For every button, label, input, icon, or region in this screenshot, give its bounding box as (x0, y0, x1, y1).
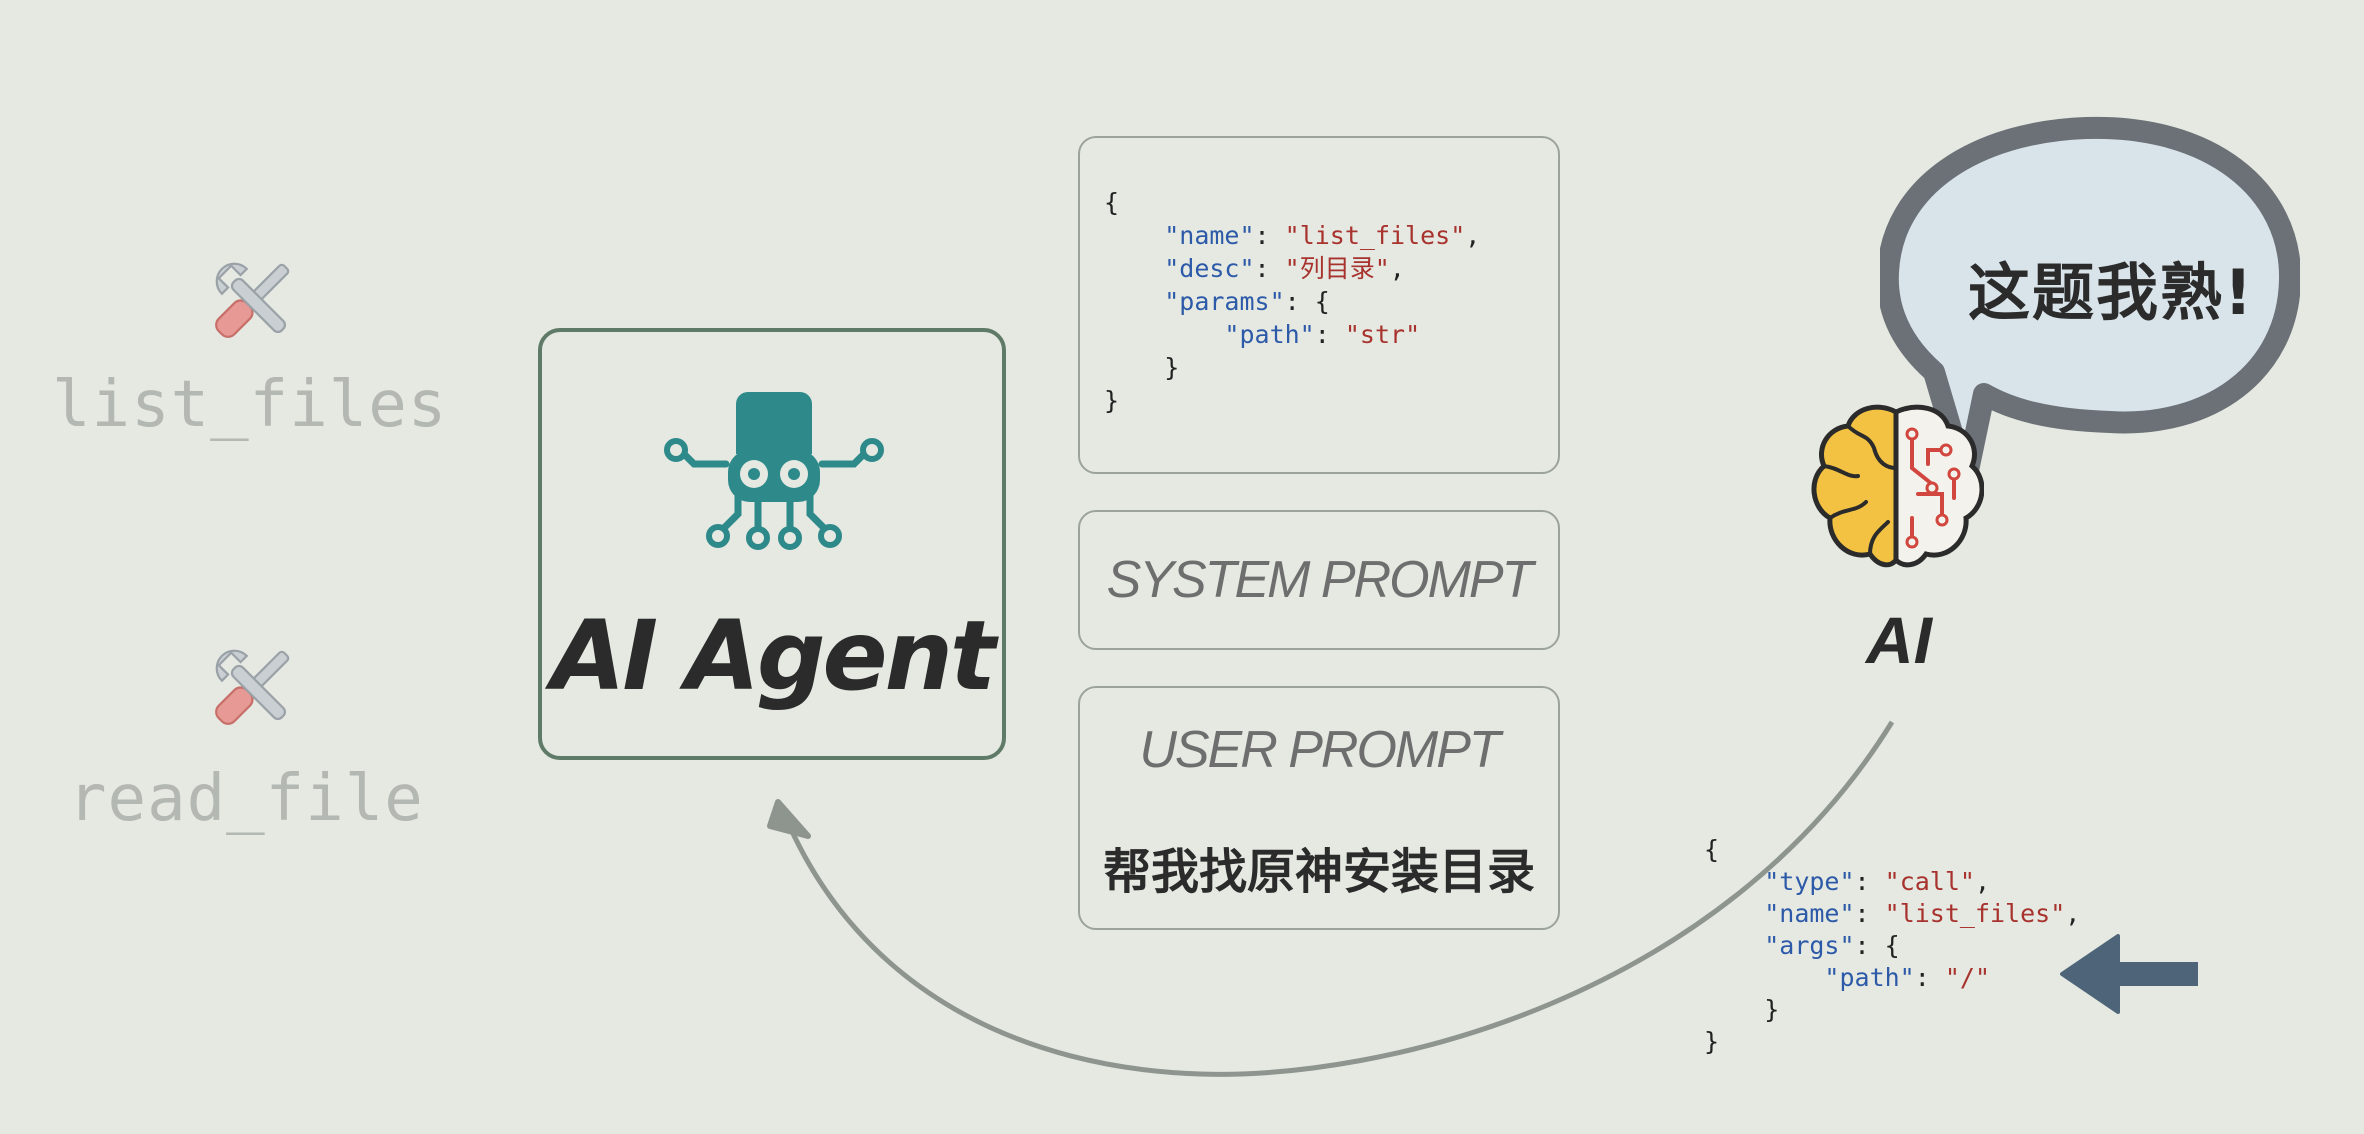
user-prompt-text: 帮我找原神安装目录 (1102, 844, 1535, 900)
tool-definition-box: { "name": "list_files", "desc": "列目录", "… (1078, 136, 1560, 474)
tool-call-path: / (1959, 963, 1975, 992)
brain-circuit-icon (1811, 404, 1984, 568)
speech-bubble (1880, 116, 2300, 491)
tool-call-json: { "type": "call", "name": "list_files", … (1704, 835, 2081, 1056)
agent-title: AI Agent (551, 600, 996, 712)
tool-call-name: list_files (1899, 899, 2051, 928)
tool-definition-json: { "name": "list_files", "desc": "列目录", "… (1104, 188, 1481, 415)
tool-label-read-file: read_file (68, 762, 424, 836)
tool-call-type: call (1899, 867, 1960, 896)
pointer-arrow-icon (2060, 934, 2198, 1014)
ai-agent-box: AI Agent (538, 328, 1006, 760)
tool-def-name: list_files (1299, 221, 1451, 250)
user-prompt-box: USER PROMPT 帮我找原神安装目录 (1078, 686, 1560, 930)
wrench-screwdriver-icon (215, 262, 290, 338)
ai-speech-text: 这题我熟! (1968, 256, 2255, 329)
ai-label: AI (1866, 603, 1932, 677)
user-prompt-label: USER PROMPT (1139, 721, 1500, 779)
tool-def-desc: 列目录 (1299, 254, 1375, 283)
octopus-bot-icon (664, 392, 884, 550)
system-prompt-label: SYSTEM PROMPT (1106, 551, 1534, 609)
tool-label-list-files: list_files (52, 368, 448, 442)
tool-def-path-type: str (1359, 320, 1406, 349)
system-prompt-box: SYSTEM PROMPT (1078, 510, 1560, 650)
wrench-screwdriver-icon (215, 649, 290, 725)
